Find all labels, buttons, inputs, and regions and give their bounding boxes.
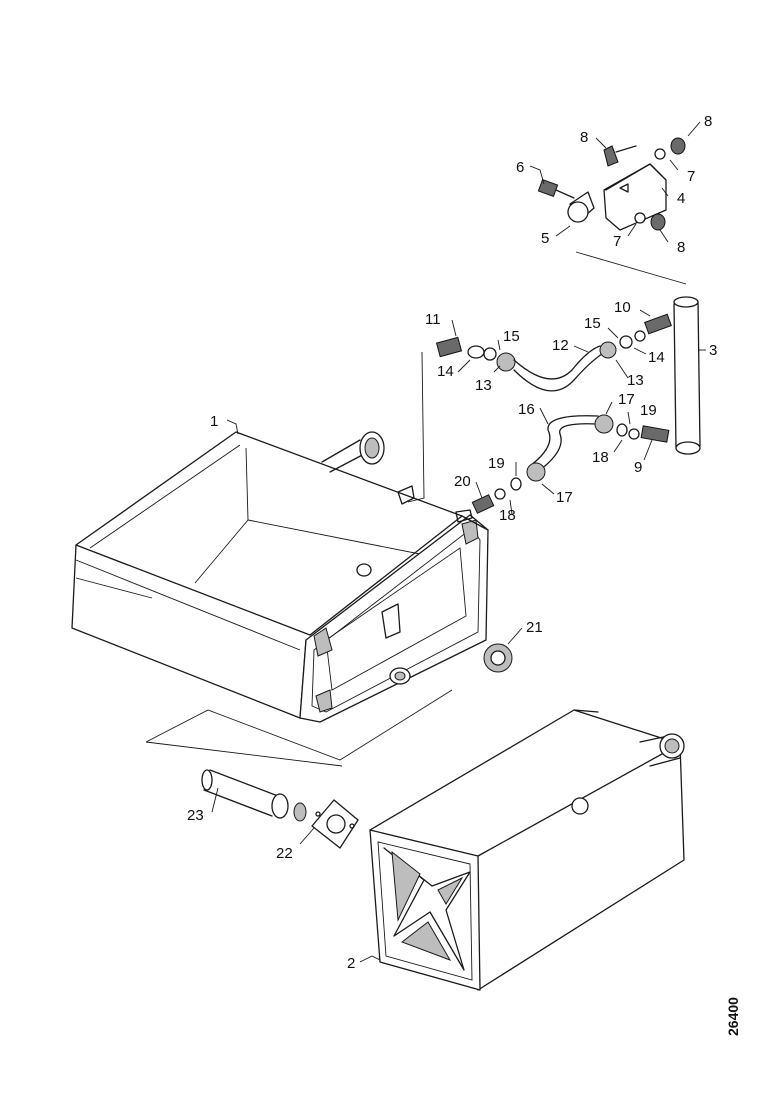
tank-1 (71, 431, 489, 723)
callout-21: 21 (526, 619, 543, 636)
callout-6: 6 (516, 159, 524, 176)
callout-7-lower: 7 (613, 233, 621, 250)
callout-17-upper: 17 (618, 391, 635, 408)
callout-13-right: 13 (627, 372, 644, 389)
callout-23: 23 (187, 807, 204, 824)
callout-14-left: 14 (437, 363, 454, 380)
callout-7-upper: 7 (687, 168, 695, 185)
hose-line-upper (407, 313, 672, 503)
callout-3: 3 (709, 342, 717, 359)
callout-16: 16 (518, 401, 535, 418)
callout-2: 2 (347, 955, 355, 972)
sender-22-23 (201, 769, 359, 849)
callout-4: 4 (677, 190, 685, 207)
callout-9: 9 (634, 459, 642, 476)
pipe-3 (575, 251, 701, 455)
callout-19-left: 19 (488, 455, 505, 472)
callout-1: 1 (210, 413, 218, 430)
callout-18-left: 18 (499, 507, 516, 524)
bracket-assembly (537, 137, 686, 231)
callout-18-right: 18 (592, 449, 609, 466)
callout-labels: 1 2 3 4 5 6 7 7 8 8 8 9 10 11 12 13 13 1… (187, 113, 717, 972)
phantom-outline (145, 689, 453, 767)
callout-15-right: 15 (584, 315, 601, 332)
callout-19-right: 19 (640, 402, 657, 419)
callout-15-left: 15 (503, 328, 520, 345)
callout-14-right: 14 (648, 349, 665, 366)
callout-17-lower: 17 (556, 489, 573, 506)
clamp-21 (483, 643, 513, 673)
callout-8-lower: 8 (677, 239, 685, 256)
callout-8-top: 8 (704, 113, 712, 130)
leader-lines (211, 121, 706, 963)
callout-13-left: 13 (475, 377, 492, 394)
callout-12: 12 (552, 337, 569, 354)
callout-8-bracket: 8 (580, 129, 588, 146)
drawing-reference-number: 26400 (725, 997, 741, 1036)
callout-22: 22 (276, 845, 293, 862)
hose-line-lower (471, 414, 670, 514)
tank-2 (369, 709, 685, 991)
callout-11: 11 (425, 311, 441, 328)
callout-20: 20 (454, 473, 471, 490)
callout-10: 10 (614, 299, 631, 316)
callout-5: 5 (541, 230, 549, 247)
